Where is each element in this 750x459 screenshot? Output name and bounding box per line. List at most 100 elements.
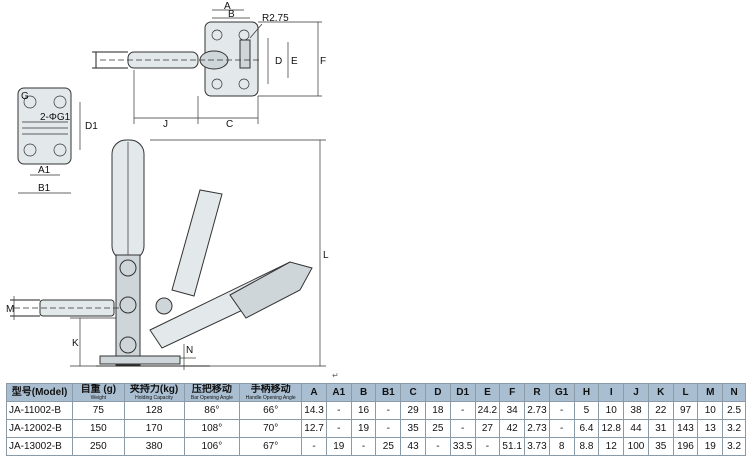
column-header-label: A	[310, 386, 318, 398]
dim-label-b: B	[228, 9, 235, 20]
column-header: A	[301, 383, 327, 402]
table-cell: 3.2	[722, 419, 746, 438]
table-cell: 128	[123, 401, 185, 420]
table-cell: 19	[325, 437, 352, 456]
table-cell: 19	[697, 437, 724, 456]
dim-label-e: E	[291, 56, 298, 67]
table-cell: -	[325, 401, 352, 420]
table-cell: 25	[424, 419, 451, 438]
table-cell: 31	[647, 419, 674, 438]
table-cell: 12.8	[598, 419, 625, 438]
table-cell: 19	[350, 419, 377, 438]
table-cell: 13	[697, 419, 724, 438]
column-header-label: B1	[381, 386, 395, 398]
table-cell: -	[449, 419, 476, 438]
table-cell: 12.7	[301, 419, 327, 438]
table-cell: 3.2	[722, 437, 746, 456]
dim-label-a: A	[224, 1, 231, 12]
column-header-label: 型号(Model)	[11, 386, 68, 398]
dim-label-f: F	[320, 56, 326, 67]
dim-label-d: D	[275, 56, 282, 67]
column-header: N	[722, 383, 746, 402]
model-cell: JA-11002-B	[5, 401, 74, 420]
column-header: D1	[449, 383, 476, 402]
column-header: 夹持力(kg)Holding Capacity	[123, 383, 185, 402]
model-cell: JA-13002-B	[5, 437, 74, 456]
table-cell: 38	[623, 401, 649, 420]
table-cell: -	[548, 401, 575, 420]
column-header-label: 压把移动	[191, 383, 232, 395]
table-cell: -	[375, 401, 402, 420]
table-cell: 3.73	[524, 437, 550, 456]
column-header: E	[474, 383, 501, 402]
column-header-label: B	[359, 386, 368, 398]
column-header-label: L	[682, 386, 689, 398]
table-cell: 86°	[183, 401, 241, 420]
top-view: A B R2.75 D E F J C	[92, 1, 326, 130]
model-cell: JA-12002-B	[5, 419, 74, 438]
table-cell: 97	[672, 401, 699, 420]
table-cell: 380	[123, 437, 185, 456]
column-header-label: 自重 (g)	[80, 383, 117, 395]
column-header-label: J	[633, 386, 639, 398]
side-view: L M K N	[6, 139, 329, 370]
return-mark: ↵	[332, 371, 339, 380]
table-cell: 35	[400, 419, 426, 438]
column-header: F	[499, 383, 526, 402]
table-cell: 14.3	[301, 401, 327, 420]
table-cell: 42	[499, 419, 526, 438]
dim-label-k: K	[72, 338, 79, 349]
column-header-label: H	[582, 386, 591, 398]
column-header-label: R	[533, 386, 541, 398]
column-header-label: D	[434, 386, 442, 398]
table-cell: 24.2	[474, 401, 501, 420]
column-header-label: 夹持力(kg)	[129, 383, 179, 395]
table-cell: 25	[375, 437, 402, 456]
column-header: B	[350, 383, 377, 402]
column-header-label: 手柄移动	[250, 383, 291, 395]
table-cell: 196	[672, 437, 699, 456]
column-header-sublabel: Handle Opening Angle	[245, 394, 296, 401]
table-cell: 35	[647, 437, 674, 456]
column-header: R	[524, 383, 550, 402]
table-cell: -	[474, 437, 501, 456]
table-cell: 8.8	[573, 437, 600, 456]
dim-label-a1: A1	[38, 165, 51, 176]
column-header: 型号(Model)	[5, 383, 74, 402]
table-cell: 8	[548, 437, 575, 456]
base-plate-view: G 2-ΦG1 D1 A1 B1	[17, 87, 98, 194]
dim-label-j: J	[163, 119, 168, 130]
table-cell: 34	[499, 401, 526, 420]
column-header-label: E	[484, 386, 491, 398]
table-cell: -	[375, 419, 402, 438]
column-header: C	[400, 383, 426, 402]
table-cell: 143	[672, 419, 699, 438]
dim-label-phi: 2-ΦG1	[40, 112, 71, 123]
dim-label-r: R2.75	[262, 13, 289, 24]
table-cell: 106°	[183, 437, 241, 456]
column-header-sublabel: Holding Capacity	[135, 394, 173, 401]
column-header: J	[623, 383, 649, 402]
table-cell: 67°	[239, 437, 303, 456]
table-cell: 2.5	[722, 401, 746, 420]
table-cell: 150	[72, 419, 125, 438]
table-cell: 33.5	[449, 437, 476, 456]
table-cell: 75	[72, 401, 125, 420]
table-cell: 18	[424, 401, 451, 420]
dim-label-c: C	[226, 119, 233, 130]
table-cell: 250	[72, 437, 125, 456]
clamp-technical-drawing: A B R2.75 D E F J C G 2-ΦG1 D1 A1 B1	[6, 1, 329, 370]
column-header-label: C	[409, 386, 417, 398]
table-cell: -	[350, 437, 377, 456]
column-header: K	[647, 383, 674, 402]
column-header-label: G1	[555, 386, 569, 398]
table-cell: 70°	[239, 419, 303, 438]
